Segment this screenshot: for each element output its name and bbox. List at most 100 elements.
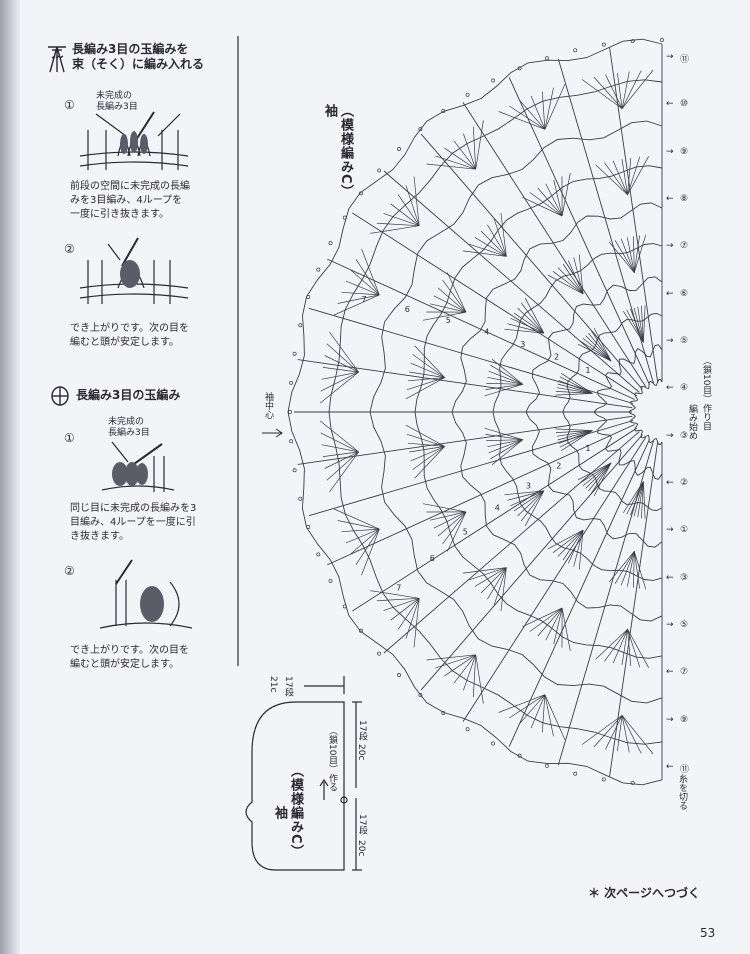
chart-shell-stitch [498,694,546,713]
chart-edge-picot [316,552,321,557]
chart-shell-stitch [562,529,584,561]
section1-step1-text-2: みを3目編み、4ループを [70,195,183,206]
chart-shell-stitch [581,715,623,745]
chart-round-number: 1 [585,444,590,453]
chart-shell-stitch [545,183,563,217]
chart-shell-stitch [633,307,644,343]
chart-shell-stitch [608,551,635,583]
chart-shell-stitch [557,267,584,295]
chart-shell-stitch [593,462,612,497]
chart-shell-stitch [627,157,632,195]
chart-shell-stitch [493,567,507,606]
chart-shell-stitch [582,338,612,362]
chart-shell-stitch [555,428,593,431]
chart-row-number: ③ [680,573,689,583]
chart-shell-stitch [561,430,593,451]
chart-shell-stitch [406,377,445,400]
chart-shell-stitch [487,567,507,600]
section2-step1-illustration [101,441,175,492]
chart-spoke [308,420,634,517]
chart-shell-stitch [581,79,623,109]
chart-shell-stitch [453,140,476,170]
chart-row-number: ⑪ [680,765,690,775]
chart-row-number: ⑨ [680,147,689,157]
row-direction-arrow-icon: → [666,52,674,62]
chart-shell-stitch [444,147,476,170]
chart-shell-stitch [519,694,546,724]
chart-shell-stitch [406,424,445,447]
chart-shell-stitch [513,490,545,512]
chart-edge-picot [630,39,635,44]
chart-shell-stitch [626,481,644,515]
chart-shell-stitch [588,462,612,492]
chart-shell-stitch [544,87,554,130]
chart-shell-stitch [510,317,545,334]
chart-shell-stitch [513,312,545,334]
chart-shell-stitch [326,451,359,481]
row-direction-arrow-icon: ← [666,194,674,204]
chart-shell-stitch [555,393,593,396]
chart-row-number: ⑦ [680,667,689,677]
schematic-top-dim-rows: 17段 [283,676,293,697]
page-number: 53 [700,926,716,940]
section2-step1-number: ① [64,431,75,445]
chart-shell-stitch [329,451,359,493]
section2-step2-text-2: 編むと頭が安定します。 [70,659,179,670]
section1-step1-callout-line2: 長編み3目 [96,102,138,112]
chart-shell-stitch [433,295,467,313]
chart-shell-stitch [573,257,584,294]
chart-shell-stitch [519,100,546,130]
chart-shell-stitch [337,520,380,530]
chart-shell-stitch [630,308,644,343]
chart-shell-stitch [524,490,545,527]
chart-shell-stitch [561,172,571,217]
row-direction-arrow-icon: ← [666,478,674,488]
chart-edge-picot [342,604,347,609]
chart-shell-stitch [593,715,623,748]
chart-shell-stitch [355,528,380,565]
chart-shell-stitch [541,91,546,130]
chart-shell-stitch [475,120,484,170]
chart-shell-stitch [405,185,420,226]
section1-step1-callout-line1: 未完成の [96,91,133,101]
chart-shell-stitch [463,133,477,170]
chart-shell-stitch [577,462,612,481]
chart-row-number: ⑦ [680,241,689,251]
chart-shell-stitch [422,503,467,513]
chart-shell-stitch [485,434,523,441]
chart-round-number: 7 [362,295,367,304]
chart-shell-stitch [529,607,563,632]
chart-row-number: ⑤ [680,620,689,630]
chart-shell-stitch [577,343,612,362]
chart-shell-stitch [414,446,445,479]
chart-shell-stitch [593,76,623,109]
chart-shell-stitch [414,345,445,378]
chart-shell-stitch [507,323,544,334]
chart-shell-stitch [643,481,646,519]
chart-shell-stitch [326,343,359,373]
chart-shell-stitch [498,111,546,130]
section2-step1-text-3: き抜きます。 [70,531,129,542]
chart-edge-picot [418,127,423,132]
chart-shell-stitch [429,511,467,521]
chart-shell-stitch [490,439,523,460]
chart-shell-stitch [321,371,359,380]
section1-step1-number: ① [64,98,75,112]
chart-shell-stitch [552,271,584,295]
chart-shell-stitch [321,444,359,453]
chart-shell-stitch [376,222,420,227]
chart-round-number: 6 [430,554,435,563]
chart-shell-stitch [578,254,584,294]
chart-edge-picot [573,771,578,776]
chart-shell-stitch [590,330,612,362]
chart-shell-stitch [453,654,476,684]
chart-shell-stitch [580,462,612,484]
chart-edge-picot [298,496,303,501]
chart-shell-stitch [558,430,593,444]
chart-shell-stitch [491,358,523,385]
chart-shell-stitch [633,551,640,589]
chart-row-number: ⑪ [680,55,690,65]
chart-row-number: ⑩ [680,99,689,109]
chart-shell-stitch [567,529,584,564]
